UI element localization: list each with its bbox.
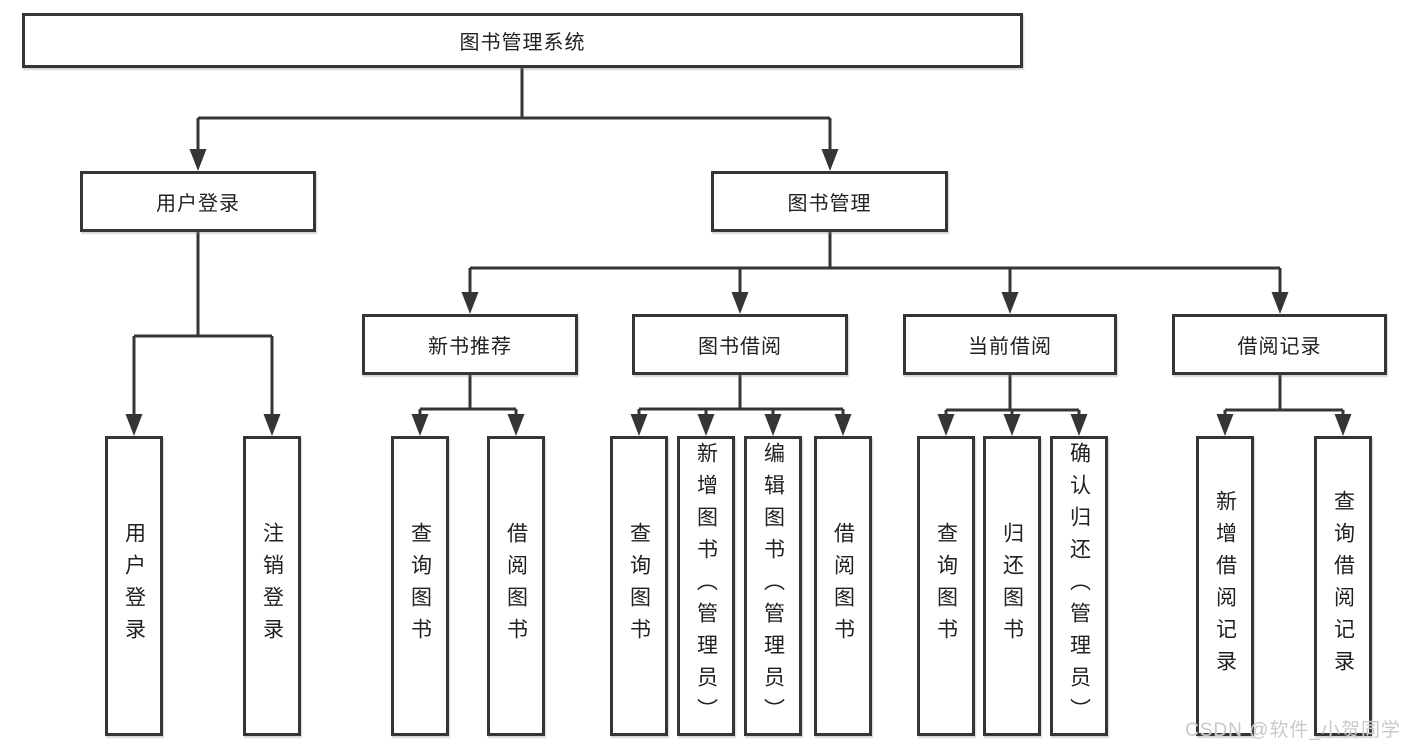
edge-root-to-level2 [196,68,832,150]
arrowhead [1334,414,1352,436]
leaf-confirm-return-admin: 确认归还（管理员） [1050,436,1108,736]
node-new-book-recommend: 新书推荐 [362,314,578,375]
leaf-add-borrow-record: 新增借阅记录 [1196,436,1254,736]
arrowhead [821,149,839,171]
node-borrow-records-label: 借阅记录 [1237,336,1322,358]
leaf-add-borrow-record-label: 新增借阅记录 [1213,490,1237,682]
node-book-management-label: 图书管理 [787,193,872,215]
leaf-add-book-admin-label: 新增图书（管理员） [694,442,718,730]
arrowhead [1271,292,1289,314]
leaf-query-books-borrow-label: 查询图书 [627,522,651,650]
node-current-borrow: 当前借阅 [903,314,1117,375]
leaf-query-books-current: 查询图书 [917,436,975,736]
leaf-borrow-books: 借阅图书 [814,436,872,736]
leaf-return-book: 归还图书 [983,436,1041,736]
edge-recommend-to-leaves [418,375,518,420]
arrowhead [1070,414,1088,436]
leaf-user-login: 用户登录 [105,436,163,736]
leaf-logout-label: 注销登录 [260,522,284,650]
node-root-label: 图书管理系统 [459,32,586,54]
arrowhead [697,414,715,436]
edge-records-to-leaves [1223,375,1345,420]
arrowhead [461,292,479,314]
edge-current-to-leaves [944,375,1081,420]
node-root: 图书管理系统 [22,13,1023,68]
leaf-query-books-recommend: 查询图书 [391,436,449,736]
node-book-borrow: 图书借阅 [632,314,848,375]
node-book-management: 图书管理 [711,171,948,232]
arrowhead [731,292,749,314]
csdn-watermark: CSDN @软件_小贺同学 [1185,720,1401,741]
leaf-edit-book-admin: 编辑图书（管理员） [744,436,802,736]
node-current-borrow-label: 当前借阅 [968,336,1052,358]
arrowhead [1001,292,1019,314]
leaf-query-borrow-record: 查询借阅记录 [1314,436,1372,736]
arrowhead [125,414,143,436]
leaf-query-books-borrow: 查询图书 [610,436,668,736]
leaf-borrow-books-label: 借阅图书 [831,522,855,650]
arrowhead [189,149,207,171]
leaf-edit-book-admin-label: 编辑图书（管理员） [761,442,785,730]
leaf-borrow-books-recommend-label: 借阅图书 [504,522,528,650]
arrowhead [507,414,525,436]
edge-user-login-to-leaves [132,232,274,420]
leaf-logout: 注销登录 [243,436,301,736]
edge-borrow-to-leaves [637,375,845,420]
leaf-query-books-recommend-label: 查询图书 [408,522,432,650]
leaf-borrow-books-recommend: 借阅图书 [487,436,545,736]
arrowhead [937,414,955,436]
arrowhead [411,414,429,436]
node-borrow-records: 借阅记录 [1172,314,1387,375]
leaf-return-book-label: 归还图书 [1000,522,1024,650]
node-book-borrow-label: 图书借阅 [698,336,782,358]
arrowhead [834,414,852,436]
arrowhead [263,414,281,436]
arrowhead [1216,414,1234,436]
arrowhead [1003,414,1021,436]
node-new-book-recommend-label: 新书推荐 [428,336,512,358]
leaf-query-borrow-record-label: 查询借阅记录 [1331,490,1355,682]
node-user-login-label: 用户登录 [156,193,240,215]
edge-book-mgmt-to-level3 [468,232,1282,295]
arrowhead [630,414,648,436]
leaf-query-books-current-label: 查询图书 [934,522,958,650]
leaf-user-login-label: 用户登录 [122,522,146,650]
node-user-login: 用户登录 [80,171,316,232]
arrowhead [764,414,782,436]
leaf-add-book-admin: 新增图书（管理员） [677,436,735,736]
leaf-confirm-return-admin-label: 确认归还（管理员） [1067,442,1091,730]
